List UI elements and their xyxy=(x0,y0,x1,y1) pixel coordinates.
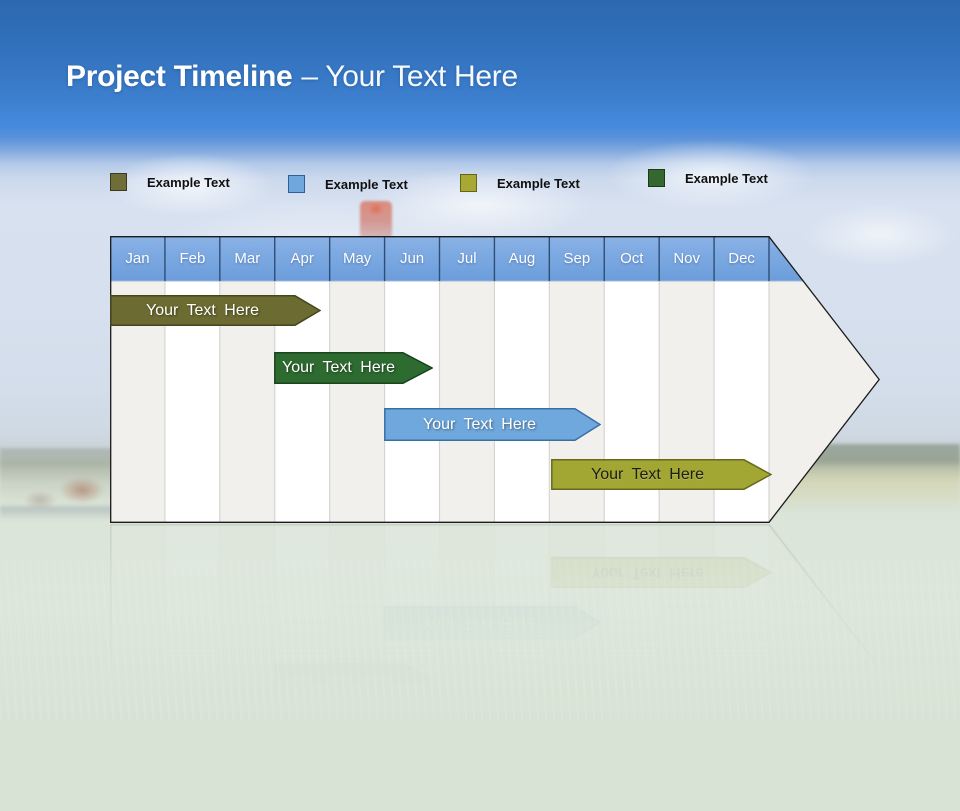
month-mar: Mar xyxy=(234,250,261,267)
task-bar-label: Your Text Here xyxy=(282,359,395,376)
slide-title-main: Project Timeline xyxy=(66,60,293,93)
legend-swatch-yellow xyxy=(460,174,477,192)
legend-label: Example Text xyxy=(685,170,768,186)
legend-label: Example Text xyxy=(147,174,230,190)
task-bar-blue-shape xyxy=(384,408,601,441)
month-oct: Oct xyxy=(620,250,644,267)
task-bar-green-shape xyxy=(274,352,433,384)
legend-label: Example Text xyxy=(497,175,580,191)
task-bar-olive: Your Text Here xyxy=(110,295,321,326)
background-grass-texture xyxy=(0,560,960,720)
month-dec: Dec xyxy=(728,250,755,267)
month-sep: Sep xyxy=(563,250,591,267)
slide-title: Project Timeline– Your Text Here xyxy=(66,60,518,104)
task-bar-blue: Your Text Here xyxy=(384,408,601,441)
background-red-tower xyxy=(360,201,392,239)
month-feb: Feb xyxy=(179,250,206,267)
task-bar-yellow: Your Text Here xyxy=(551,459,772,490)
legend-swatch-blue xyxy=(288,175,305,193)
timeline-chart: Jan Feb Mar Apr May Jun Jul Aug Sep Oct … xyxy=(110,236,880,523)
task-bar-yellow-shape xyxy=(551,459,772,490)
legend-swatch-green xyxy=(648,169,665,187)
task-bar-green: Your Text Here xyxy=(274,352,433,384)
background-town-left xyxy=(0,448,118,526)
month-aug: Aug xyxy=(508,250,536,267)
slide-title-subtitle: – Your Text Here xyxy=(301,60,518,93)
month-jul: Jul xyxy=(457,250,477,267)
month-nov: Nov xyxy=(673,250,701,267)
task-bar-olive-shape xyxy=(110,295,321,326)
legend-item-olive: Example Text xyxy=(110,170,230,194)
month-header-row: Jan Feb Mar Apr May Jun Jul Aug Sep Oct … xyxy=(110,236,769,281)
month-jan: Jan xyxy=(125,250,150,267)
task-bar-label: Your Text Here xyxy=(423,416,536,433)
task-bar-label: Your Text Here xyxy=(146,302,259,319)
legend-item-blue: Example Text xyxy=(288,172,408,196)
legend-item-green: Example Text xyxy=(648,166,768,190)
legend-item-yellow: Example Text xyxy=(460,171,580,195)
month-may: May xyxy=(342,250,372,267)
task-bar-label: Your Text Here xyxy=(591,466,704,483)
month-jun: Jun xyxy=(399,250,425,267)
month-apr: Apr xyxy=(290,250,314,267)
legend-swatch-olive xyxy=(110,173,127,191)
legend-label: Example Text xyxy=(325,176,408,192)
